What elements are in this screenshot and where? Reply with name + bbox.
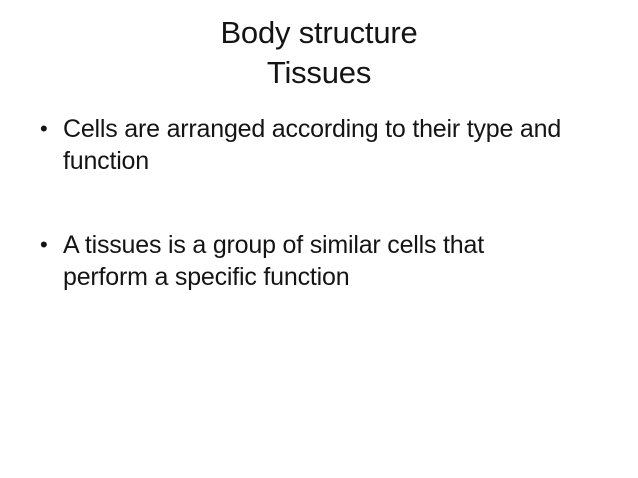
bullet-list: • Cells are arranged according to their … [38, 113, 622, 345]
bullet-1-line-1: Cells are arranged according to their ty… [63, 115, 562, 143]
bullet-text-2: A tissues is a group of similar cells th… [63, 229, 622, 293]
bullet-item-2: • A tissues is a group of similar cells … [38, 229, 622, 293]
bullet-2-line-2: perform a specific function [63, 263, 350, 291]
bullet-icon: • [40, 116, 48, 141]
bullet-text-1: Cells are arranged according to their ty… [63, 113, 622, 177]
bullet-2-line-1: A tissues is a group of similar cells th… [63, 231, 484, 259]
bullet-icon: • [40, 232, 48, 257]
slide-title: Body structure Tissues [0, 13, 638, 93]
title-line-1: Body structure [220, 15, 418, 50]
bullet-item-1: • Cells are arranged according to their … [38, 113, 622, 177]
title-line-2: Tissues [266, 55, 372, 90]
bullet-1-line-2: function [63, 147, 149, 175]
